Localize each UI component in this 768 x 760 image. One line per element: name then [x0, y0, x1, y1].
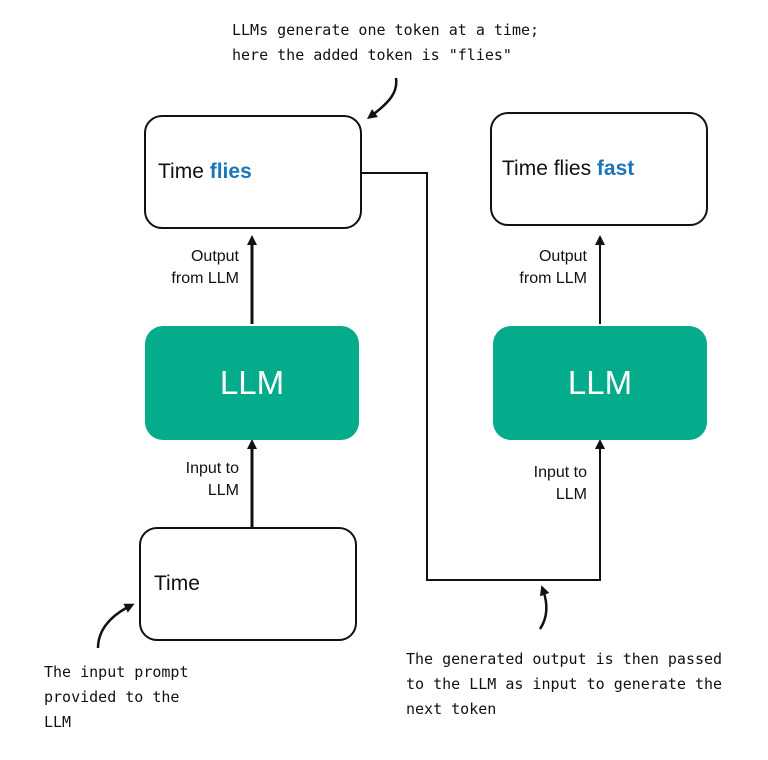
- output-box-left: Time flies: [144, 115, 362, 229]
- note-top-line-2: here the added token is "flies": [232, 46, 512, 64]
- llm-block-right: LLM: [493, 326, 707, 440]
- label-output-left-line-1: Output: [190, 248, 239, 265]
- output-box-left-text: Time flies: [158, 160, 252, 184]
- input-box-text: Time: [154, 572, 200, 595]
- note-bottom-right-line-2: to the LLM as input to generate the: [406, 675, 723, 693]
- label-output-right-line-1: Output: [538, 248, 587, 265]
- note-bottom-left-line-3: LLM: [44, 713, 72, 731]
- generated-token-fast: fast: [596, 157, 635, 180]
- output-left-prefix: Time: [158, 160, 210, 183]
- note-bottom-right-line-1: The generated output is then passed: [406, 650, 723, 668]
- label-input-right: Input to LLM: [478, 462, 587, 506]
- input-box: Time: [139, 527, 357, 641]
- curved-arrow-top: [366, 77, 398, 119]
- output-box-right-text: Time flies fast: [502, 157, 634, 181]
- note-bottom-left: The input prompt provided to the LLM: [44, 660, 189, 735]
- output-right-prefix: Time flies: [502, 157, 597, 180]
- llm-block-left: LLM: [145, 326, 359, 440]
- feedback-path: [361, 172, 605, 581]
- label-input-left-line-2: LLM: [207, 482, 239, 499]
- note-top-line-1: LLMs generate one token at a time;: [232, 21, 540, 39]
- label-output-right: Output from LLM: [478, 246, 587, 290]
- note-bottom-right: The generated output is then passed to t…: [406, 647, 722, 722]
- note-bottom-left-line-1: The input prompt: [44, 663, 189, 681]
- curved-arrow-bottom-left: [96, 603, 135, 649]
- label-input-left: Input to LLM: [130, 458, 239, 502]
- generated-token-flies: flies: [209, 160, 252, 183]
- note-bottom-right-line-3: next token: [406, 700, 497, 718]
- note-top: LLMs generate one token at a time; here …: [232, 18, 539, 68]
- note-bottom-left-line-2: provided to the: [44, 688, 180, 706]
- label-input-right-line-1: Input to: [533, 464, 587, 481]
- label-output-right-line-2: from LLM: [519, 270, 587, 287]
- label-input-right-line-2: LLM: [555, 486, 587, 503]
- label-input-left-line-1: Input to: [185, 460, 239, 477]
- output-box-right: Time flies fast: [490, 112, 708, 226]
- label-output-left: Output from LLM: [130, 246, 239, 290]
- curved-arrow-bottom-right: [538, 585, 550, 630]
- label-output-left-line-2: from LLM: [171, 270, 239, 287]
